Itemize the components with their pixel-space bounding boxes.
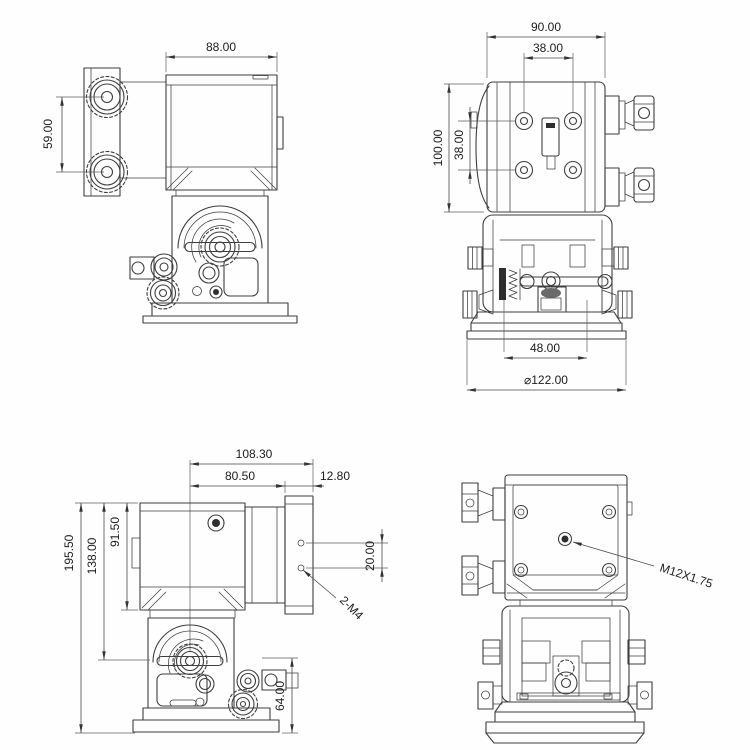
left-saddle-height-label: 64.00 xyxy=(273,681,287,711)
left-overall-depth-label: 108.30 xyxy=(236,447,273,461)
right-base xyxy=(466,311,627,340)
view-rear: M12X1.75 xyxy=(461,474,715,744)
front-clamp-bracket xyxy=(83,67,167,197)
front-body xyxy=(165,74,284,191)
left-lens-cylinder xyxy=(244,506,286,604)
dim-front-width: 88.00 xyxy=(165,40,278,72)
dim-left-axis-height: 138.00 xyxy=(85,503,150,661)
rear-azimuth-knob-left xyxy=(482,639,501,665)
right-altitude-clamp xyxy=(519,271,613,313)
rear-lower-knob-left xyxy=(477,681,503,710)
right-azimuth-knob-left xyxy=(467,246,483,270)
view-right-side: 90.00 38.00 100.00 38.00 48.00 xyxy=(431,20,655,392)
right-mount xyxy=(462,214,633,319)
view-front: 88.00 59.00 xyxy=(41,40,298,324)
rear-clamp-knobs xyxy=(461,482,506,596)
right-overall-width-label: 90.00 xyxy=(531,20,561,34)
right-hole-spacing-v-label: 38.00 xyxy=(452,130,466,160)
front-altaz-mount xyxy=(129,189,269,310)
right-body xyxy=(470,81,606,213)
left-mounting-plate xyxy=(284,495,314,615)
front-knob-spacing-label: 59.00 xyxy=(41,119,55,149)
left-tapped-holes-label: 2-M4 xyxy=(337,593,366,622)
rear-center-thread-hole xyxy=(557,531,573,547)
dim-left-saddle-height: 64.00 xyxy=(262,657,298,734)
left-body-height-label: 91.50 xyxy=(108,517,122,547)
left-axis-height-label: 138.00 xyxy=(85,537,99,574)
dim-left-overall-height: 195.50 xyxy=(62,503,135,734)
right-base-diameter-label: ⌀122.00 xyxy=(524,373,568,387)
view-left-side: 108.30 80.50 12.80 91.50 138.00 195. xyxy=(62,447,388,734)
rear-center-thread-label: M12X1.75 xyxy=(658,561,715,591)
left-overall-height-label: 195.50 xyxy=(62,534,76,571)
rear-body xyxy=(504,474,633,601)
rear-lower-knob-right xyxy=(627,681,653,710)
dim-right-hole-spacing-v: 38.00 xyxy=(452,107,516,184)
dim-right-hole-spacing-h: 38.00 xyxy=(523,41,574,113)
left-altaz-mount xyxy=(147,609,299,720)
left-plate-thickness-label: 12.80 xyxy=(320,469,350,483)
right-lower-knob-right xyxy=(617,290,633,319)
rear-corner-screws xyxy=(513,504,617,578)
left-body xyxy=(131,502,246,611)
left-body-depth-label: 80.50 xyxy=(225,469,255,483)
left-base xyxy=(132,707,280,733)
rear-azimuth-knob-right xyxy=(627,639,646,665)
right-spring xyxy=(499,268,521,301)
dim-left-body-depth: 80.50 xyxy=(190,469,286,493)
dim-left-plate-thickness: 12.80 xyxy=(274,469,350,488)
right-clamp-span-label: 48.00 xyxy=(530,341,560,355)
rear-base xyxy=(485,701,645,744)
dim-left-plate-hole-spacing: 20.00 xyxy=(306,529,388,582)
right-azimuth-knob-right xyxy=(613,246,629,270)
front-base xyxy=(142,302,298,324)
dim-left-body-height: 91.50 xyxy=(75,502,138,611)
dim-right-base-diameter: ⌀122.00 xyxy=(466,340,627,392)
right-lower-knob-left xyxy=(462,290,478,319)
right-clamp-knobs xyxy=(604,95,655,207)
right-overall-height-label: 100.00 xyxy=(431,129,445,166)
front-width-label: 88.00 xyxy=(206,40,236,54)
dim-right-clamp-span: 48.00 xyxy=(503,300,588,360)
dim-right-overall-width: 90.00 xyxy=(486,20,606,78)
note-rear-center-thread: M12X1.75 xyxy=(572,541,715,591)
dim-front-knob-spacing: 59.00 xyxy=(41,96,104,173)
dim-right-overall-height: 100.00 xyxy=(431,83,484,213)
rear-mount xyxy=(477,599,653,710)
right-hole-spacing-h-label: 38.00 xyxy=(533,41,563,55)
left-plate-hole-spacing-label: 20.00 xyxy=(363,541,377,571)
